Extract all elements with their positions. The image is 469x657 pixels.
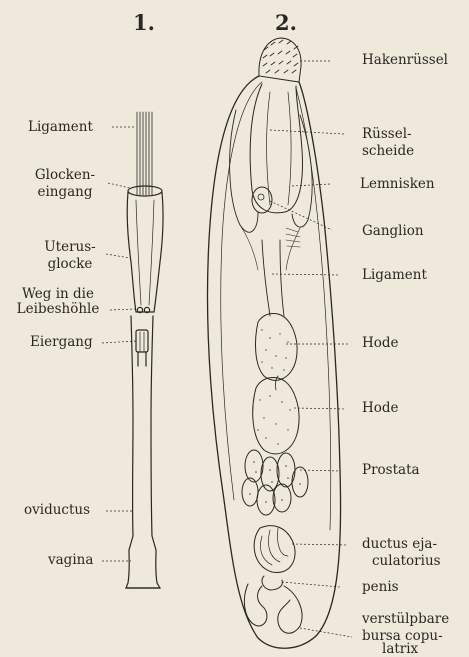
figure-1-number: 1. (133, 10, 155, 35)
label-eiergang: Eiergang (30, 335, 93, 350)
retractor-fibres (240, 225, 300, 270)
label-glocken-line1: Glocken- (22, 168, 108, 183)
label-weg-line2: Leibeshöhle (6, 302, 110, 317)
label-ductus-line2: culatorius (372, 554, 441, 569)
label-ligament-fig1: Ligament (28, 120, 93, 135)
ruesselscheide-shape (250, 84, 302, 213)
figure-2-drawing (207, 38, 340, 648)
label-uterus-line2: glocke (34, 257, 106, 272)
figure-1-drawing (126, 112, 163, 588)
lemnisken-shape (230, 110, 258, 232)
label-weg-line1: Weg in die (6, 287, 110, 302)
glocken-eingang-shape (128, 186, 162, 196)
prostata-shape (242, 450, 308, 515)
label-ganglion: Ganglion (362, 224, 424, 239)
label-ligament-fig2: Ligament (362, 268, 427, 283)
label-ruessel-line2: scheide (362, 144, 414, 159)
label-oviductus: oviductus (24, 503, 90, 518)
label-penis: penis (362, 580, 399, 595)
hode-anterior-shape (256, 313, 298, 380)
label-lemnisken: Lemnisken (360, 177, 435, 192)
uterus-glocke-shape (127, 192, 163, 312)
label-vagina: vagina (48, 553, 93, 568)
eiergang-shape (136, 330, 148, 352)
hakenruessel-shape (259, 38, 301, 82)
vagina-shape (126, 536, 160, 588)
label-prostata: Prostata (362, 463, 420, 478)
figure-2-number: 2. (275, 10, 297, 35)
label-hode-2: Hode (362, 401, 399, 416)
label-uterus-line1: Uterus- (34, 240, 106, 255)
ligament-shape-fig2 (262, 240, 270, 316)
ligament-fibres-fig1 (137, 112, 152, 195)
hooks (263, 40, 298, 73)
stipple-dots (249, 329, 301, 503)
label-hakenruessel: Hakenrüssel (362, 53, 448, 68)
label-bursa-line1: verstülpbare (362, 612, 449, 627)
label-hode-1: Hode (362, 336, 399, 351)
oviductus-shape (131, 316, 133, 536)
penis-shape (262, 576, 282, 590)
label-ruessel-line1: Rüssel- (362, 127, 412, 142)
label-ductus-line1: ductus eja- (362, 537, 437, 552)
body-outline (207, 76, 340, 648)
label-bursa-line3: latrix (382, 642, 418, 657)
label-glocken-line2: eingang (22, 185, 108, 200)
